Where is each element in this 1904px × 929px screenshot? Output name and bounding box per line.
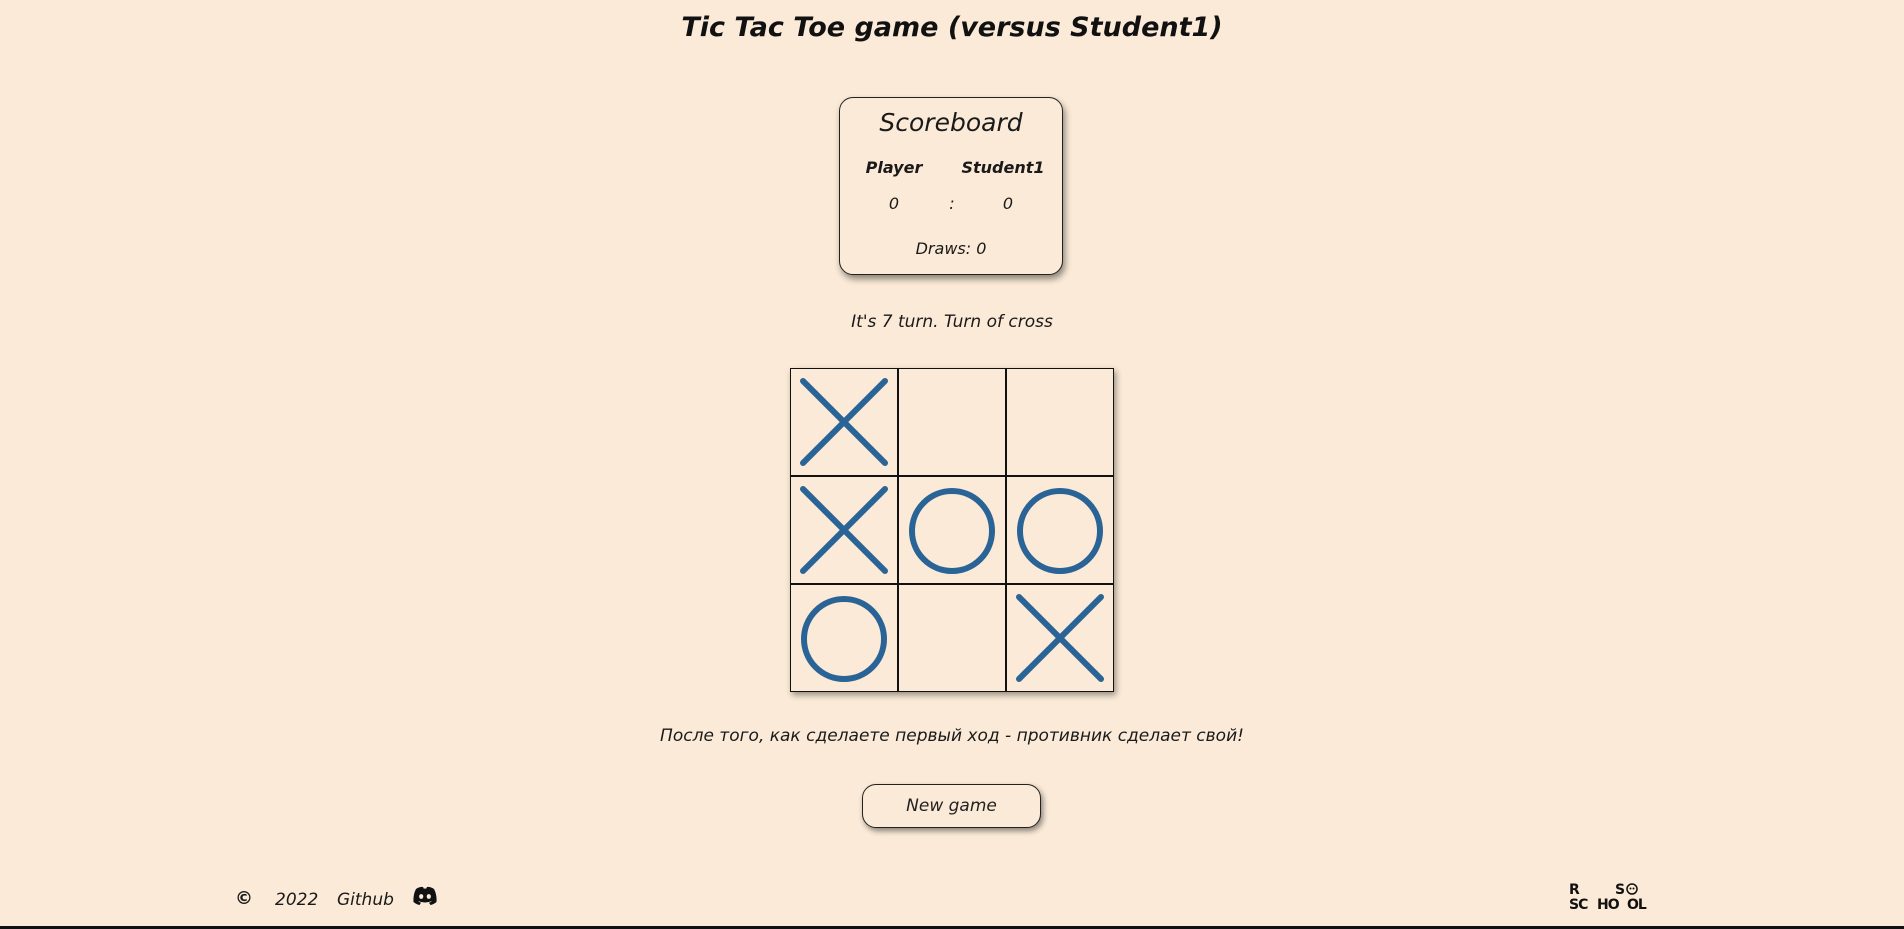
board-cell[interactable] [790, 368, 898, 476]
scoreboard-title: Scoreboard [879, 108, 1023, 137]
discord-icon[interactable] [412, 886, 438, 906]
draws-count: Draws: 0 [915, 239, 987, 258]
github-link[interactable]: Github [337, 890, 394, 910]
circle-mark [1017, 488, 1103, 574]
bottom-divider [0, 926, 1904, 929]
board-cell[interactable] [790, 476, 898, 584]
cross-mark [800, 378, 888, 466]
svg-text:OL: OL [1627, 897, 1647, 912]
footer-year: 2022 [275, 890, 319, 910]
board-cell[interactable] [790, 584, 898, 692]
player-name: Player [865, 158, 923, 177]
rs-school-logo[interactable]: R S SC HO OL [1567, 880, 1657, 913]
score-separator: : [949, 194, 955, 213]
board-cell[interactable] [1006, 584, 1114, 692]
board-cell[interactable] [898, 368, 1006, 476]
board-cell[interactable] [1006, 368, 1114, 476]
svg-text:R: R [1569, 882, 1580, 898]
game-board [790, 368, 1114, 692]
scoreboard: Scoreboard Player Student1 0 : 0 Draws: … [839, 97, 1063, 275]
svg-text:HO: HO [1597, 897, 1620, 912]
svg-text:S: S [1615, 882, 1625, 898]
board-cell[interactable] [898, 476, 1006, 584]
board-cell[interactable] [898, 584, 1006, 692]
page-title: Tic Tac Toe game (versus Student1) [681, 12, 1223, 43]
opponent-name: Student1 [961, 158, 1045, 177]
board-cell[interactable] [1006, 476, 1114, 584]
opponent-score: 0 [1002, 194, 1014, 213]
cross-mark [1016, 594, 1104, 682]
svg-text:SC: SC [1569, 897, 1588, 912]
cross-mark [800, 486, 888, 574]
hint-text: После того, как сделаете первый ход - пр… [660, 726, 1244, 746]
turn-status: It's 7 turn. Turn of cross [851, 312, 1053, 332]
player-score: 0 [888, 194, 900, 213]
circle-mark [801, 596, 887, 682]
new-game-button[interactable]: New game [862, 784, 1041, 828]
circle-mark [909, 488, 995, 574]
copyright-icon: © [235, 888, 253, 909]
